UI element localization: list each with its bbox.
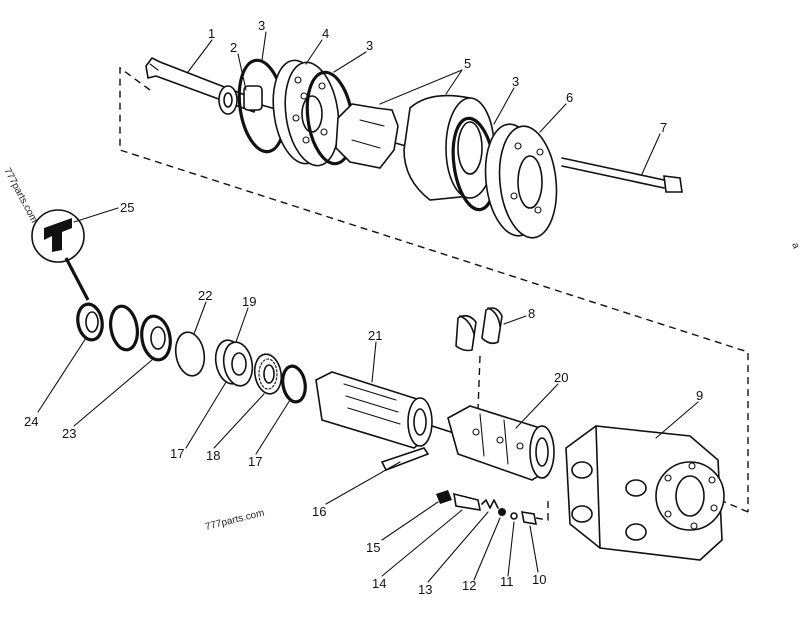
- part-14-seat: [453, 492, 482, 511]
- callout-20: 20: [554, 370, 568, 385]
- callout-21: 21: [368, 328, 382, 343]
- part-22-o-ring: [174, 331, 206, 377]
- part-21-sleeve: [315, 371, 521, 455]
- callout-2: 2: [230, 40, 237, 55]
- part-5-gerotor-set: [335, 94, 495, 201]
- leader-lines: [37, 31, 699, 583]
- watermark-side: 777parts.com: [1, 166, 39, 225]
- callout-8: 8: [528, 306, 535, 321]
- assembly-boundary-right: [719, 499, 749, 513]
- callout-17: 17: [248, 454, 262, 469]
- part-9-housing: [565, 425, 725, 561]
- callout-16: 16: [312, 504, 326, 519]
- part-8-centering-springs: [455, 307, 503, 411]
- part-19-bearing-race: [214, 339, 254, 387]
- callout-3: 3: [512, 74, 519, 89]
- callout-13: 13: [418, 582, 432, 597]
- callout-10: 10: [532, 572, 546, 587]
- callout-3: 3: [258, 18, 265, 33]
- assembly-boundary-top: [119, 66, 749, 512]
- callout-6: 6: [566, 90, 573, 105]
- part-16-cross-pin: [380, 447, 430, 472]
- callout-17: 17: [170, 446, 184, 461]
- callout-14: 14: [372, 576, 386, 591]
- callout-18: 18: [206, 448, 220, 463]
- part-15-plug: [436, 490, 452, 504]
- callout-labels: 1 2 3 4 3 5 3 6 7 25 22 19 21 8 20 9 24 …: [24, 18, 703, 597]
- part-7-tie-bolt: [561, 157, 683, 193]
- part-2-spacer: [218, 85, 263, 115]
- callout-19: 19: [242, 294, 256, 309]
- part-13-spring: [481, 499, 499, 509]
- callout-9: 9: [696, 388, 703, 403]
- callout-22: 22: [198, 288, 212, 303]
- part-6-end-cap: [484, 123, 558, 239]
- part-18-thrust-bearing: [253, 353, 283, 395]
- part-12-ball: [498, 508, 506, 516]
- callout-5: 5: [464, 56, 471, 71]
- callout-24: 24: [24, 414, 38, 429]
- part-10-insert: [520, 496, 549, 525]
- callout-4: 4: [322, 26, 329, 41]
- callout-25: 25: [120, 200, 134, 215]
- part-25-seal-detail: [31, 209, 90, 301]
- callout-15: 15: [366, 540, 380, 555]
- part-24-dust-seal: [76, 302, 104, 342]
- callout-1: 1: [208, 26, 215, 41]
- part-17-thrust-washer: [281, 364, 307, 404]
- callout-23: 23: [62, 426, 76, 441]
- callout-3: 3: [366, 38, 373, 53]
- watermark-center: 777parts.com: [204, 508, 265, 533]
- watermark-edge: a: [789, 241, 800, 250]
- part-20-spool: [447, 405, 555, 481]
- callout-11: 11: [500, 574, 514, 589]
- part-11-retainer: [510, 512, 518, 520]
- part-23-washers: [109, 304, 172, 362]
- callout-12: 12: [462, 578, 476, 593]
- callout-7: 7: [660, 120, 667, 135]
